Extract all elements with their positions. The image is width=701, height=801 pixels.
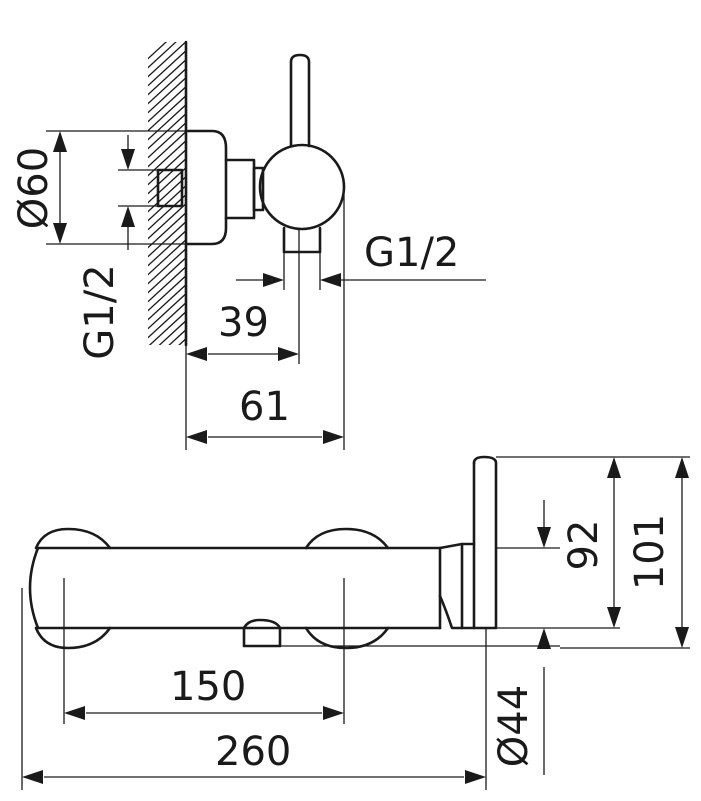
hatch-line <box>148 265 186 303</box>
hatch-line <box>140 380 190 426</box>
connector-ring <box>252 166 265 212</box>
hatch-line <box>148 283 186 321</box>
hatch-line <box>148 256 186 294</box>
hatch-line <box>140 344 190 390</box>
mixer-body <box>28 546 442 630</box>
hatch-line <box>148 103 186 141</box>
hatch-line <box>140 353 190 399</box>
hatch-line <box>148 202 186 240</box>
hatch-line <box>148 157 186 195</box>
hatch-line <box>148 42 168 60</box>
hatch-line <box>148 301 186 339</box>
hatch-line <box>148 94 186 132</box>
hatch-line <box>148 130 186 168</box>
front-lever <box>472 455 498 630</box>
lever-housing <box>438 542 476 630</box>
hatch-line <box>148 211 186 249</box>
hatch-line <box>178 337 186 345</box>
dim-label-150: 150 <box>170 664 246 710</box>
hatch-line <box>148 229 186 267</box>
hatch-line <box>158 319 186 345</box>
escutcheon-right <box>304 527 390 650</box>
hatch-line <box>148 58 186 96</box>
hatch-line <box>148 49 186 87</box>
hatch-line <box>148 42 177 69</box>
dim-label-thread-left: G1/2 <box>77 264 123 359</box>
hatch-line <box>148 112 186 150</box>
hatch-line <box>148 310 186 345</box>
front-outlet <box>242 618 282 648</box>
dim-label-dia60: Ø60 <box>11 147 57 229</box>
inlet-stub <box>156 168 184 208</box>
connector-neck <box>224 158 256 220</box>
lever <box>289 53 311 148</box>
dim-label-92: 92 <box>561 520 607 571</box>
outlet <box>282 226 322 254</box>
dim-label-260: 260 <box>215 729 291 775</box>
wall-hatching <box>140 42 190 444</box>
hatch-line <box>140 389 190 435</box>
dim-label-61: 61 <box>239 384 290 430</box>
hatch-line <box>148 247 186 285</box>
dim-label-thread-right: G1/2 <box>364 230 459 276</box>
hatch-line <box>140 371 190 417</box>
hatch-line <box>148 220 186 258</box>
hatch-line <box>148 274 186 312</box>
hatch-line <box>148 121 186 159</box>
hatch-line <box>148 76 186 114</box>
dim-label-101: 101 <box>627 514 673 590</box>
front-view: 92 101 150 260 Ø44 <box>21 455 690 790</box>
hatch-line <box>148 42 186 78</box>
mixer-body-circle <box>258 143 346 231</box>
hatch-line <box>148 292 186 330</box>
hatch-line <box>168 328 186 345</box>
hatch-line <box>148 67 186 105</box>
top-view: Ø60 G1/2 G1/2 39 61 <box>11 40 486 450</box>
hatch-line <box>148 139 186 177</box>
wall-flange <box>184 129 228 246</box>
dim-label-dia44: Ø44 <box>491 685 537 767</box>
hatch-line <box>148 85 186 123</box>
hatch-line <box>140 398 190 444</box>
dim-label-39: 39 <box>218 300 269 346</box>
escutcheon-left <box>34 527 112 650</box>
hatch-line <box>148 238 186 276</box>
hatch-line <box>140 362 190 408</box>
